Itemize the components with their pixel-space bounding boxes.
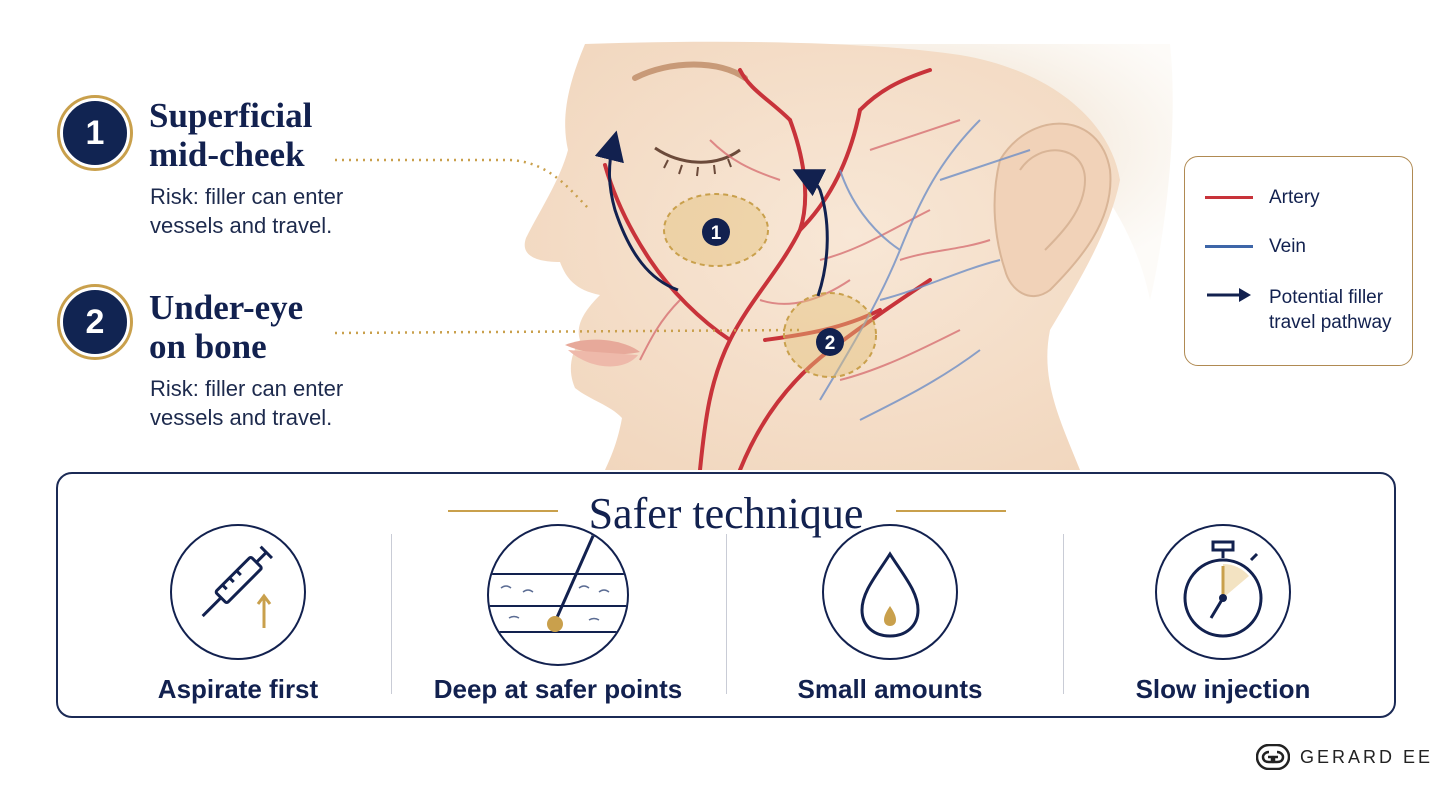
technique-deep-label: Deep at safer points — [433, 674, 683, 704]
risk-1-title: Superficial mid-cheek — [149, 96, 313, 174]
lips — [565, 339, 640, 355]
technique-deep: Deep at safer points — [393, 524, 723, 705]
technique-slow: Slow injection — [1058, 524, 1388, 705]
brand-logo-icon — [1256, 744, 1290, 770]
title-rule-left — [448, 510, 558, 512]
technique-aspirate: Aspirate first — [73, 524, 403, 705]
legend-artery: Artery — [1205, 185, 1320, 210]
filler-travel-arrows — [594, 130, 829, 297]
brand-name: GERARD EE — [1300, 746, 1434, 767]
legend: Artery Vein Potential filler travel path… — [1184, 156, 1413, 366]
leader-line-2 — [334, 328, 801, 335]
risk-1-text: Risk: filler can enter vessels and trave… — [150, 184, 344, 238]
title-rule-right — [896, 510, 1006, 512]
risk-1-badge: 1 — [60, 98, 130, 168]
panel-title: Safer technique — [588, 489, 864, 538]
face-diagram: 1 2 — [334, 41, 1173, 472]
syringe-icon — [170, 524, 306, 660]
closed-eye — [654, 146, 741, 164]
risk-2-text: Risk: filler can enter vessels and trave… — [150, 376, 344, 430]
brand: GERARD EE — [1256, 744, 1433, 770]
face-skin — [524, 41, 1120, 471]
technique-small-label: Small amounts — [797, 674, 983, 704]
zone-1-label: 1 — [711, 223, 722, 244]
vein-network — [819, 119, 1031, 421]
face-illustration: 1 2 — [334, 41, 1173, 472]
safer-technique-panel: Safer technique Aspirate first — [56, 472, 1396, 718]
risk-2-badge: 2 — [60, 287, 130, 357]
technique-aspirate-label: Aspirate first — [157, 674, 319, 704]
technique-small: Small amounts — [725, 524, 1055, 705]
zone-2-label: 2 — [825, 333, 836, 354]
risk-2-title: Under-eye on bone — [149, 288, 304, 366]
technique-slow-label: Slow injection — [1135, 674, 1311, 704]
stopwatch-icon — [1155, 524, 1291, 660]
needle-layers-icon — [487, 524, 629, 666]
droplet-icon — [822, 524, 958, 660]
legend-vein: Vein — [1205, 234, 1306, 259]
eyebrow — [632, 61, 748, 81]
arrow-right-icon — [1207, 288, 1251, 302]
legend-pathway: Potential filler travel pathway — [1205, 285, 1392, 335]
